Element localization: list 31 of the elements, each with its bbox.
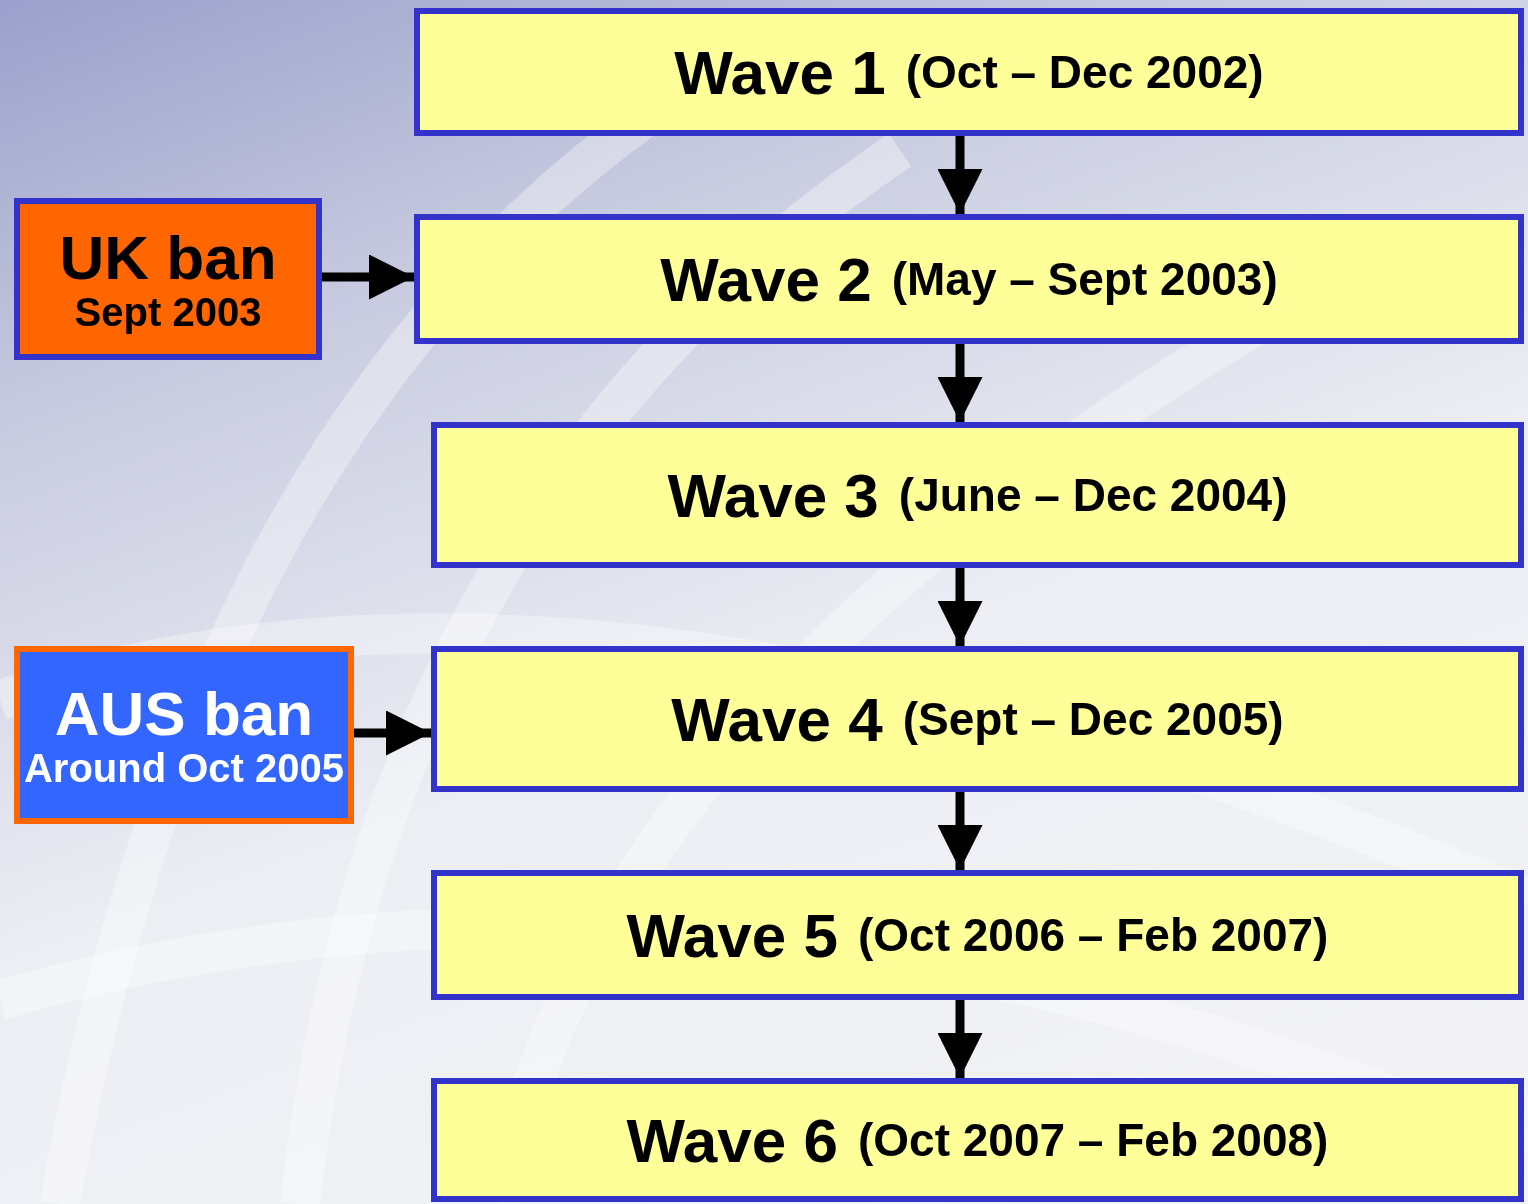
arrow — [322, 254, 414, 300]
wave-box — [414, 214, 1524, 344]
ban-box — [14, 646, 354, 824]
wave-box — [414, 8, 1524, 136]
date-range: (Oct 2007 – Feb 2008) — [857, 1113, 1329, 1167]
ban-date: Sept 2003 — [74, 290, 262, 333]
wave-box — [431, 422, 1524, 568]
arrow — [937, 136, 983, 214]
arrow — [937, 568, 983, 646]
date-range: (May – Sept 2003) — [891, 252, 1278, 306]
arrow — [354, 710, 431, 756]
arrow — [937, 792, 983, 870]
wave-title: Wave 4 — [671, 683, 883, 755]
arrow — [937, 344, 983, 422]
wave-title: Wave 6 — [626, 1104, 838, 1176]
wave-title: Wave 5 — [626, 899, 838, 971]
ban-title: AUS ban — [54, 681, 314, 747]
ban-date: Around Oct 2005 — [23, 746, 345, 789]
date-range: (Oct 2006 – Feb 2007) — [857, 908, 1329, 962]
wave-title: Wave 1 — [674, 36, 886, 108]
wave-box — [431, 870, 1524, 1000]
arrow — [937, 1000, 983, 1078]
wave-box — [431, 646, 1524, 792]
wave-title: Wave 2 — [660, 243, 872, 315]
ban-box — [14, 198, 322, 360]
date-range: (Sept – Dec 2005) — [902, 692, 1284, 746]
date-range: (Oct – Dec 2002) — [905, 45, 1264, 99]
date-range: (June – Dec 2004) — [898, 468, 1288, 522]
wave-title: Wave 3 — [667, 459, 879, 531]
ban-title: UK ban — [59, 225, 277, 291]
wave-box — [431, 1078, 1524, 1202]
